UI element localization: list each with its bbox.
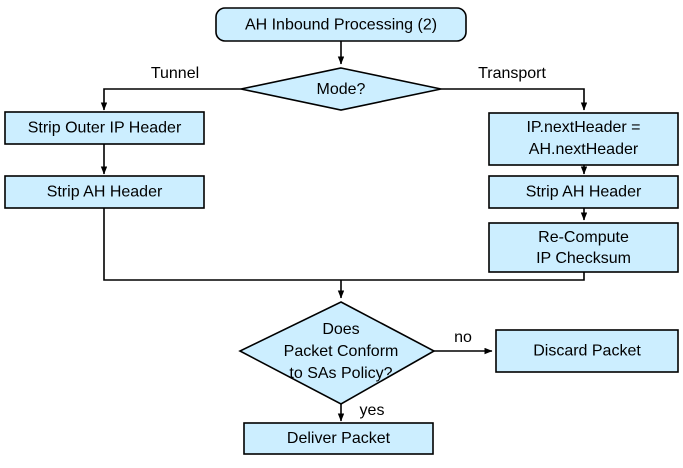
node-mode-decision[interactable]: Mode? bbox=[240, 67, 442, 111]
mode-decision-label: Mode? bbox=[317, 81, 366, 98]
edge-recompute-to-merge bbox=[341, 272, 585, 281]
node-discard-packet[interactable]: Discard Packet bbox=[495, 329, 679, 373]
node-strip-outer-ip-header[interactable]: Strip Outer IP Header bbox=[4, 111, 205, 145]
start-node-shape bbox=[215, 7, 467, 42]
node-strip-ah-header-transport[interactable]: Strip AH Header bbox=[488, 175, 679, 209]
discard-shape bbox=[495, 329, 679, 373]
strip-outer-ip-shape bbox=[4, 111, 205, 145]
strip-ah-tunnel-label: Strip AH Header bbox=[47, 184, 163, 201]
strip-ah-transport-shape bbox=[488, 175, 679, 209]
edge-label-no: no bbox=[454, 329, 472, 346]
edge-mode-to-tunnel bbox=[100, 88, 241, 111]
node-strip-ah-header-tunnel[interactable]: Strip AH Header bbox=[4, 175, 205, 209]
discard-label: Discard Packet bbox=[533, 343, 641, 360]
edge-labels-layer: Tunnel Transport no yes bbox=[151, 65, 547, 419]
next-header-shape bbox=[488, 112, 679, 166]
start-node-label: AH Inbound Processing (2) bbox=[245, 17, 437, 34]
recompute-label-line2: IP Checksum bbox=[536, 250, 631, 267]
mode-decision-shape bbox=[240, 67, 442, 111]
node-deliver-packet[interactable]: Deliver Packet bbox=[243, 422, 434, 455]
deliver-label: Deliver Packet bbox=[287, 430, 391, 447]
edge-label-tunnel: Tunnel bbox=[151, 65, 199, 82]
recompute-label-line1: Re-Compute bbox=[538, 229, 629, 246]
recompute-shape bbox=[488, 222, 679, 273]
next-header-label-line1: IP.nextHeader = bbox=[526, 119, 640, 136]
conform-decision-shape bbox=[238, 301, 436, 405]
edges-layer bbox=[100, 41, 588, 422]
edge-label-transport: Transport bbox=[478, 65, 546, 82]
conform-decision-label-line1: Does bbox=[322, 321, 359, 338]
conform-decision-label-line2: Packet Conform bbox=[284, 343, 399, 360]
node-recompute-ip-checksum[interactable]: Re-Compute IP Checksum bbox=[488, 222, 679, 273]
strip-ah-transport-label: Strip AH Header bbox=[526, 184, 642, 201]
next-header-label-line2: AH.nextHeader bbox=[529, 141, 639, 158]
conform-decision-label-line3: to SAs Policy? bbox=[289, 365, 392, 382]
strip-outer-ip-label: Strip Outer IP Header bbox=[28, 120, 182, 137]
node-ip-nextheader-assign[interactable]: IP.nextHeader = AH.nextHeader bbox=[488, 112, 679, 166]
strip-ah-tunnel-shape bbox=[4, 175, 205, 209]
node-ah-inbound-processing[interactable]: AH Inbound Processing (2) bbox=[215, 7, 467, 42]
deliver-shape bbox=[243, 422, 434, 455]
edge-label-yes: yes bbox=[360, 402, 385, 419]
edge-mode-to-transport bbox=[441, 88, 588, 111]
edge-tunnel-to-merge bbox=[103, 208, 341, 281]
node-conform-decision[interactable]: Does Packet Conform to SAs Policy? bbox=[238, 301, 436, 405]
